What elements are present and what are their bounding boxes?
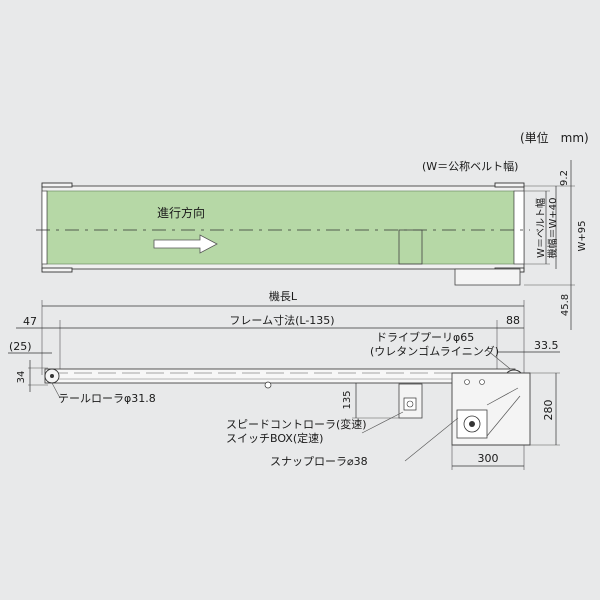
dim-135: 135 — [342, 390, 353, 409]
tail-roller-leader — [51, 382, 61, 399]
unit-label: (単位 mm) — [520, 130, 589, 145]
tail-roller-label: テールローラφ31.8 — [58, 392, 156, 405]
tail-end-cap — [41, 190, 48, 265]
motor-shaft — [469, 421, 475, 427]
direction-arrow-icon — [153, 234, 218, 254]
dim-47: 47 — [23, 315, 37, 328]
drive-belt-lower — [486, 395, 521, 437]
drive-pulley-label: ドライブプーリφ65 — [376, 330, 474, 344]
belt-top-view — [46, 190, 515, 265]
drive-lining-label: (ウレタンゴムライニング) — [370, 344, 499, 358]
dim-34: 34 — [16, 371, 27, 384]
switch-box-label: スイッチBOX(定速) — [226, 431, 323, 445]
dim-300: 300 — [478, 452, 499, 465]
top-left-clip — [41, 182, 73, 188]
controller-knob-icon — [406, 400, 414, 408]
drive-belt-upper — [486, 387, 519, 406]
controller-dial — [403, 397, 417, 411]
dim-88: 88 — [506, 314, 520, 327]
top-right-clip — [494, 182, 525, 188]
bottom-left-clip — [41, 267, 73, 273]
tail-roller-hub — [50, 374, 54, 378]
machine-length-label: 機長L — [269, 289, 298, 303]
dim-25: (25) — [9, 340, 32, 353]
dim-280: 280 — [542, 400, 555, 421]
side-frame — [44, 368, 516, 384]
dim-33-5: 33.5 — [534, 339, 559, 352]
motor-housing-top — [454, 268, 521, 286]
dim-45-8: 45.8 — [560, 294, 571, 316]
drive-box-outline — [398, 229, 423, 265]
snap-roller-leader — [404, 417, 459, 462]
dim-9-2: 9.2 — [559, 170, 570, 186]
dim-total-width-label: W+95 — [577, 221, 588, 252]
dim-frame-width-label: 機幅＝W+40 — [546, 198, 559, 259]
frame-length-label: フレーム寸法(L-135) — [229, 313, 334, 327]
frame-bolt — [264, 381, 272, 389]
drive-pulley-leader — [486, 349, 515, 373]
controller-leader — [361, 411, 404, 434]
nominal-width-note: (W＝公称ベルト幅) — [422, 159, 518, 173]
drive-end-cap — [513, 190, 525, 265]
motor-gear-icon — [463, 415, 481, 433]
mount-bolt-1 — [464, 379, 470, 385]
speed-controller-label: スピードコントローラ(変速) — [226, 417, 367, 431]
mount-bolt-2 — [479, 379, 485, 385]
snap-roller-label: スナップローラ⌀38 — [270, 455, 368, 468]
direction-label: 進行方向 — [157, 205, 205, 220]
dim-belt-width-label: W＝ベルト幅 — [534, 198, 547, 258]
